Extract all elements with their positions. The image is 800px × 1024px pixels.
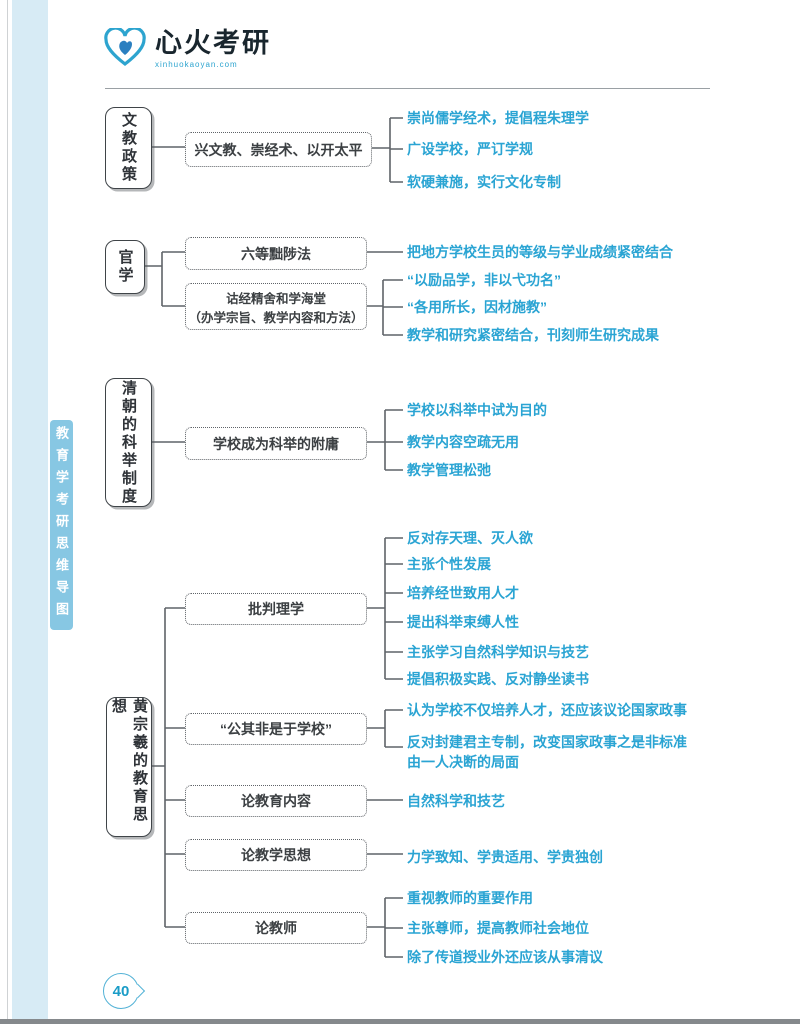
page-number: 40 <box>112 982 130 1000</box>
leaf-item: 把地方学校生员的等级与学业成绩紧密结合 <box>407 244 673 260</box>
brand-site-url: xinhuokaoyan.com <box>155 60 238 69</box>
leaf-item: “各用所长，因材施教” <box>407 299 547 315</box>
page-edge-line <box>7 0 8 1024</box>
leaf-item: 崇尚儒学经术，提倡程朱理学 <box>407 110 589 126</box>
leaf-item: 教学和研究紧密结合，刊刻师生研究成果 <box>407 327 659 343</box>
brand-logo: 心火考研 xinhuokaoyan.com <box>103 28 271 69</box>
leaf-item: 反对封建君主专制，改变国家政事之是非标准由一人决断的局面 <box>407 734 687 770</box>
leaf-item: “以励品学，非以弋功名” <box>407 272 561 288</box>
leaf-item: 软硬兼施，实行文化专制 <box>407 174 561 190</box>
header-divider <box>105 88 710 89</box>
page-bubble-pointer <box>130 983 146 999</box>
page-bottom-edge <box>0 1019 800 1024</box>
leaf-item: 力学致知、学贵适用、学贵独创 <box>407 849 603 865</box>
leaf-item: 反对存天理、灭人欲 <box>407 530 533 546</box>
topic-node-education-content: 论教育内容 <box>185 785 367 817</box>
leaf-item: 自然科学和技艺 <box>407 793 505 809</box>
leaf-item: 重视教师的重要作用 <box>407 890 533 906</box>
heart-logo-icon <box>104 28 146 67</box>
page-left-margin-strip <box>12 0 48 1019</box>
topic-node-gujing-academy: 诂经精舍和学海堂 （办学宗旨、教学内容和方法） <box>185 283 367 330</box>
leaf-item: 学校以科举中试为目的 <box>407 402 547 418</box>
topic-node-promote-culture: 兴文教、崇经术、以开太平 <box>185 132 372 167</box>
leaf-item: 广设学校，严订学规 <box>407 141 533 157</box>
topic-node-public-judgment: “公其非是于学校” <box>185 713 367 745</box>
leaf-item: 主张尊师，提高教师社会地位 <box>407 920 589 936</box>
leaf-item: 教学内容空疏无用 <box>407 434 519 450</box>
topic-node-teaching-thought: 论教学思想 <box>185 839 367 871</box>
branch-node-official-schools: 官学 <box>105 240 145 294</box>
leaf-item: 认为学校不仅培养人才，还应该议论国家政事 <box>407 702 687 718</box>
branch-node-culture-policy: 文教政策 <box>105 107 152 189</box>
topic-node-criticize-lixue: 批判理学 <box>185 593 367 625</box>
page-number-bubble: 40 <box>103 973 146 1009</box>
sidebar-tab-label: 教育学考研思维导图 <box>50 420 73 630</box>
leaf-item: 主张学习自然科学知识与技艺 <box>407 644 589 660</box>
leaf-item: 教学管理松弛 <box>407 462 491 478</box>
branch-node-imperial-exam: 清朝的科举制度 <box>105 378 152 507</box>
topic-node-on-teachers: 论教师 <box>185 912 367 944</box>
topic-node-school-appendage: 学校成为科举的附庸 <box>185 427 367 460</box>
leaf-item: 主张个性发展 <box>407 556 491 572</box>
topic-node-six-grade-law: 六等黜陟法 <box>185 237 367 270</box>
branch-node-huang-zongxi: 黄宗羲的教育思想 <box>106 697 152 837</box>
brand-text-block: 心火考研 xinhuokaoyan.com <box>155 28 271 69</box>
leaf-item: 提倡积极实践、反对静坐读书 <box>407 671 589 687</box>
topic-node-line2: （办学宗旨、教学内容和方法） <box>188 310 364 325</box>
leaf-item: 除了传道授业外还应该从事清议 <box>407 949 603 965</box>
leaf-item: 培养经世致用人才 <box>407 585 519 601</box>
topic-node-line1: 诂经精舍和学海堂 <box>225 291 326 306</box>
leaf-item: 提出科举束缚人性 <box>407 614 519 630</box>
brand-name: 心火考研 <box>155 28 271 58</box>
